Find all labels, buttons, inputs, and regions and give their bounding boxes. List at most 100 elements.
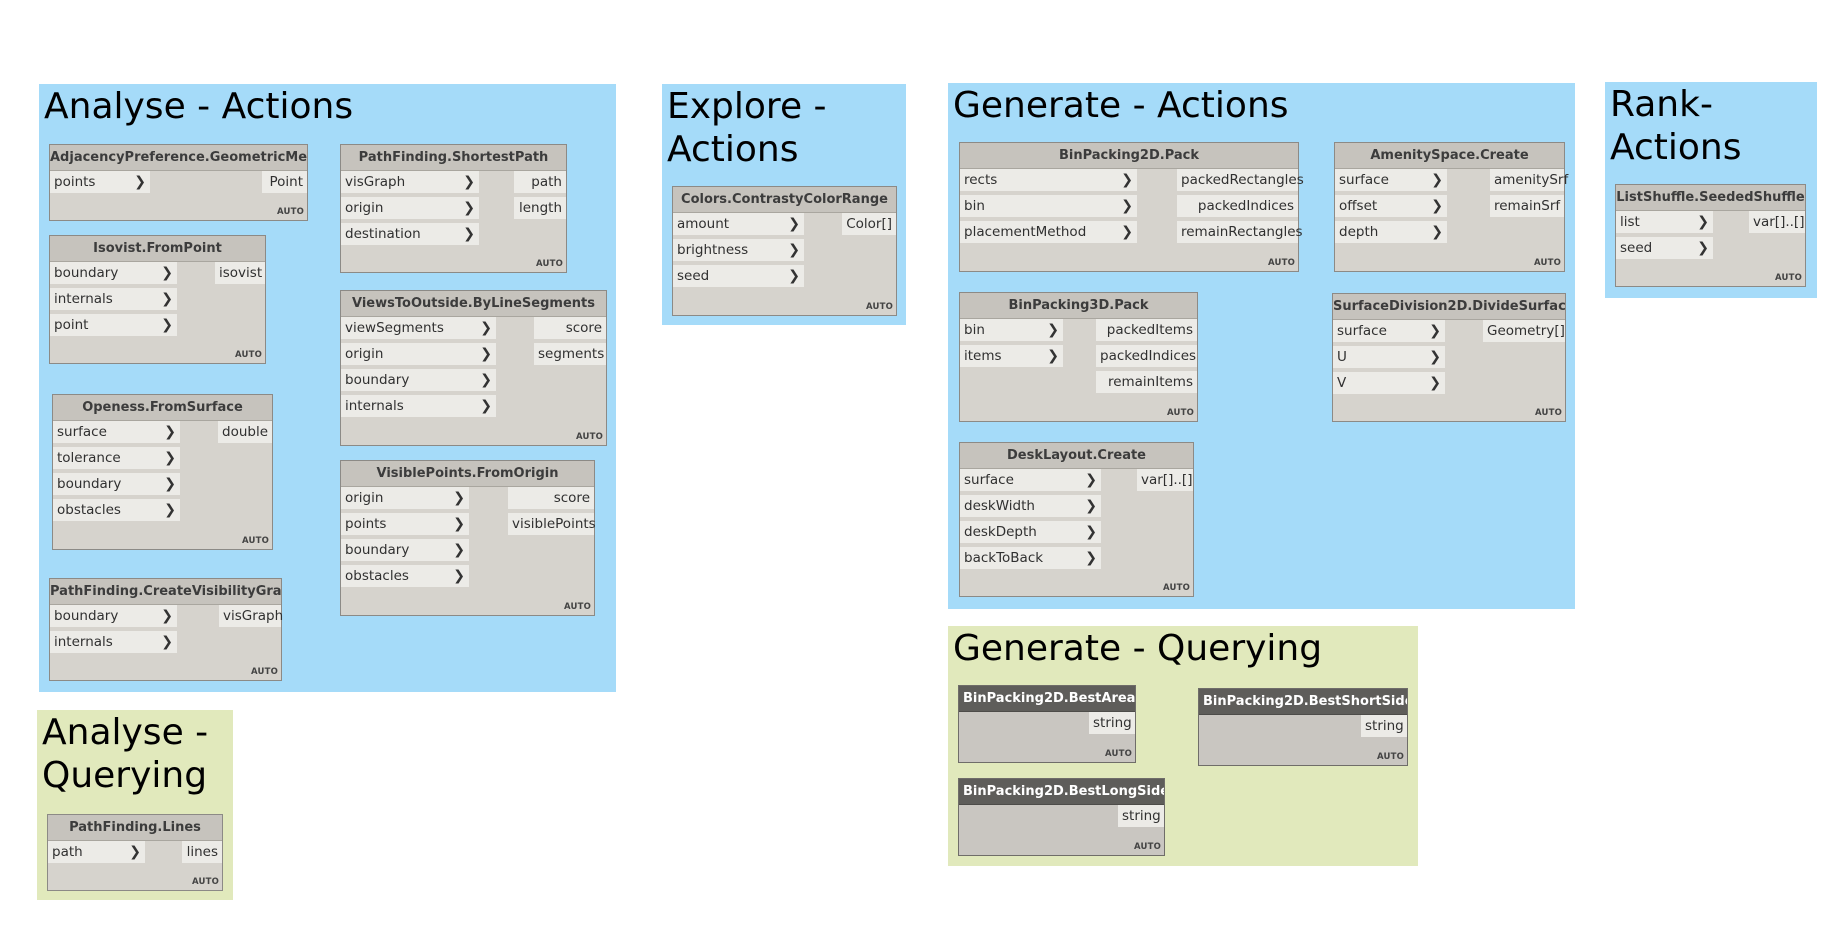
output-port[interactable]: packedIndices	[1177, 195, 1298, 217]
input-port[interactable]: origin❯	[341, 197, 479, 219]
node-title[interactable]: AdjacencyPreference.GeometricMedian	[50, 145, 307, 171]
input-port[interactable]: boundary❯	[53, 473, 180, 495]
input-port[interactable]: deskDepth❯	[960, 521, 1101, 543]
input-port[interactable]: U❯	[1333, 346, 1445, 368]
node-title[interactable]: Colors.ContrastyColorRange	[673, 187, 896, 213]
node-title[interactable]: SurfaceDivision2D.DivideSurface	[1333, 294, 1565, 320]
node-title[interactable]: BinPacking3D.Pack	[960, 293, 1197, 319]
output-port[interactable]: lines	[182, 841, 222, 863]
input-port[interactable]: boundary❯	[341, 539, 469, 561]
input-port[interactable]: offset❯	[1335, 195, 1447, 217]
input-port[interactable]: deskWidth❯	[960, 495, 1101, 517]
input-port[interactable]: rects❯	[960, 169, 1137, 191]
input-port[interactable]: placementMethod❯	[960, 221, 1137, 243]
node-title[interactable]: PathFinding.CreateVisibilityGraph	[50, 579, 281, 605]
input-port[interactable]: list❯	[1616, 211, 1713, 233]
node-best-long-side-fits[interactable]: BinPacking2D.BestLongSideFitsstringAUTO	[958, 778, 1165, 856]
node-title[interactable]: ViewsToOutside.ByLineSegments	[341, 291, 606, 317]
input-port[interactable]: amount❯	[673, 213, 804, 235]
node-best-short-side-fits[interactable]: BinPacking2D.BestShortSideFitsstringAUTO	[1198, 688, 1408, 766]
input-port[interactable]: tolerance❯	[53, 447, 180, 469]
input-port[interactable]: obstacles❯	[53, 499, 180, 521]
input-port[interactable]: visGraph❯	[341, 171, 479, 193]
input-port[interactable]: items❯	[960, 345, 1063, 367]
output-port[interactable]: Color[]	[842, 213, 896, 235]
input-port[interactable]: V❯	[1333, 372, 1445, 394]
output-port[interactable]: path	[514, 171, 566, 193]
output-port[interactable]: string	[1361, 715, 1407, 737]
node-title[interactable]: BinPacking2D.BestShortSideFits	[1199, 689, 1407, 715]
input-port[interactable]: surface❯	[53, 421, 180, 443]
output-port[interactable]: score	[508, 487, 594, 509]
input-port[interactable]: origin❯	[341, 343, 496, 365]
output-port[interactable]: string	[1089, 712, 1135, 734]
output-port[interactable]: var[]..[]	[1749, 211, 1805, 233]
output-port[interactable]: visiblePoints	[508, 513, 596, 535]
node-title[interactable]: Isovist.FromPoint	[50, 236, 265, 262]
input-port[interactable]: bin❯	[960, 195, 1137, 217]
node-title[interactable]: PathFinding.Lines	[48, 815, 222, 841]
output-port[interactable]: remainSrf	[1490, 195, 1564, 217]
input-port[interactable]: bin❯	[960, 319, 1063, 341]
input-port[interactable]: boundary❯	[50, 262, 177, 284]
output-port[interactable]: Point	[262, 171, 307, 193]
output-port[interactable]: packedItems	[1096, 319, 1197, 341]
input-port[interactable]: seed❯	[673, 265, 804, 287]
input-port[interactable]: surface❯	[1335, 169, 1447, 191]
input-port[interactable]: surface❯	[1333, 320, 1445, 342]
input-port[interactable]: seed❯	[1616, 237, 1713, 259]
output-port[interactable]: double	[218, 421, 272, 443]
node-best-area-fits[interactable]: BinPacking2D.BestAreaFitsstringAUTO	[958, 685, 1136, 763]
output-port[interactable]: isovist	[215, 262, 265, 284]
node-title[interactable]: AmenitySpace.Create	[1335, 143, 1564, 169]
output-port[interactable]: packedIndices	[1096, 345, 1197, 367]
input-port[interactable]: points❯	[50, 171, 150, 193]
output-port[interactable]: var[]..[]	[1137, 469, 1193, 491]
node-title[interactable]: BinPacking2D.Pack	[960, 143, 1298, 169]
node-title[interactable]: DeskLayout.Create	[960, 443, 1193, 469]
node-title[interactable]: BinPacking2D.BestAreaFits	[959, 686, 1135, 712]
input-port[interactable]: internals❯	[50, 288, 177, 310]
input-port[interactable]: destination❯	[341, 223, 479, 245]
input-port[interactable]: boundary❯	[50, 605, 177, 627]
node-title[interactable]: Openess.FromSurface	[53, 395, 272, 421]
node-adjacency-preference[interactable]: AdjacencyPreference.GeometricMedianpoint…	[49, 144, 308, 221]
node-title[interactable]: BinPacking2D.BestLongSideFits	[959, 779, 1164, 805]
input-port[interactable]: surface❯	[960, 469, 1101, 491]
output-port[interactable]: remainRectangles	[1177, 221, 1303, 243]
output-port[interactable]: string	[1118, 805, 1164, 827]
output-port[interactable]: packedRectangles	[1177, 169, 1304, 191]
node-title[interactable]: VisiblePoints.FromOrigin	[341, 461, 594, 487]
output-port[interactable]: segments	[534, 343, 606, 365]
input-port[interactable]: brightness❯	[673, 239, 804, 261]
output-port[interactable]: score	[534, 317, 606, 339]
input-port[interactable]: point❯	[50, 314, 177, 336]
input-port[interactable]: backToBack❯	[960, 547, 1101, 569]
input-port[interactable]: origin❯	[341, 487, 469, 509]
output-port[interactable]: Geometry[]	[1483, 320, 1565, 342]
output-port[interactable]: length	[514, 197, 566, 219]
input-port[interactable]: obstacles❯	[341, 565, 469, 587]
node-title[interactable]: PathFinding.ShortestPath	[341, 145, 566, 171]
output-port[interactable]: remainItems	[1096, 371, 1197, 393]
input-port[interactable]: path❯	[48, 841, 145, 863]
output-port[interactable]: visGraph	[219, 605, 283, 627]
input-port[interactable]: depth❯	[1335, 221, 1447, 243]
input-port[interactable]: boundary❯	[341, 369, 496, 391]
input-port[interactable]: viewSegments❯	[341, 317, 496, 339]
input-port[interactable]: internals❯	[341, 395, 496, 417]
